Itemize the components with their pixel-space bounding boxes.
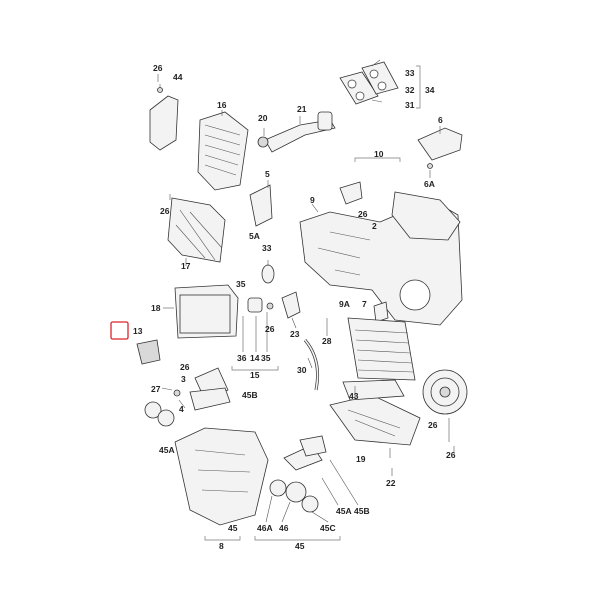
part-45C-linkage — [283, 435, 327, 471]
label-33-b: 33 — [262, 243, 272, 253]
part-5-bracket — [249, 184, 273, 227]
part-14-valve — [247, 297, 274, 313]
label-9: 9 — [310, 195, 315, 205]
label-35-b: 35 — [261, 353, 271, 363]
part-6-bracket — [417, 127, 463, 169]
part-18-evaporator — [174, 284, 239, 339]
label-36: 36 — [237, 353, 247, 363]
label-5A: 5A — [249, 231, 260, 241]
label-4: 4 — [179, 404, 184, 414]
part-number-labels: 26 44 16 20 21 33 32 34 31 6 10 6A 5 26 … — [133, 63, 456, 551]
label-28: 28 — [322, 336, 332, 346]
label-45: 45 — [228, 523, 238, 533]
label-33: 33 — [405, 68, 415, 78]
label-18: 18 — [151, 303, 161, 313]
label-26-d: 26 — [265, 324, 275, 334]
part-4-actuator — [189, 367, 231, 411]
label-23: 23 — [290, 329, 300, 339]
part-19-cover — [329, 394, 421, 446]
part-32-seal — [339, 61, 399, 105]
label-44: 44 — [173, 72, 183, 82]
part-23-clip — [281, 291, 301, 319]
grouping-brackets — [204, 65, 421, 541]
label-45B-b: 45B — [354, 506, 370, 516]
highlight-box — [110, 321, 129, 340]
label-26-b: 26 — [160, 206, 170, 216]
label-35: 35 — [236, 279, 246, 289]
label-16: 16 — [217, 100, 227, 110]
label-45A-b: 45A — [336, 506, 352, 516]
part-21-pipe — [257, 111, 336, 153]
label-46: 46 — [279, 523, 289, 533]
part-43-plate — [342, 379, 405, 401]
label-7: 7 — [362, 299, 367, 309]
label-5: 5 — [265, 169, 270, 179]
label-21: 21 — [297, 104, 307, 114]
part-27-screw — [173, 389, 181, 397]
label-45-b: 45 — [295, 541, 305, 551]
label-32: 32 — [405, 85, 415, 95]
label-46A: 46A — [257, 523, 273, 533]
label-22: 22 — [386, 478, 396, 488]
label-30: 30 — [297, 365, 307, 375]
label-6A: 6A — [424, 179, 435, 189]
label-19: 19 — [356, 454, 366, 464]
part-9-housing — [299, 191, 463, 326]
label-43: 43 — [349, 391, 359, 401]
label-8: 8 — [219, 541, 224, 551]
label-10: 10 — [374, 149, 384, 159]
label-20: 20 — [258, 113, 268, 123]
label-9A: 9A — [339, 299, 350, 309]
label-13: 13 — [133, 326, 143, 336]
label-45B: 45B — [242, 390, 258, 400]
label-31: 31 — [405, 100, 415, 110]
label-34: 34 — [425, 85, 435, 95]
part-44-bracket — [149, 84, 179, 151]
part-31-cabin-filter — [347, 317, 416, 381]
part-13-bracket — [136, 339, 161, 365]
part-46-motor — [269, 479, 319, 513]
part-30-hose — [303, 339, 320, 391]
label-15: 15 — [250, 370, 260, 380]
label-3: 3 — [181, 374, 186, 384]
part-33-grommet — [261, 264, 275, 284]
part-17-heater-core — [167, 197, 226, 263]
label-26: 26 — [153, 63, 163, 73]
label-45A: 45A — [159, 445, 175, 455]
label-26-f: 26 — [428, 420, 438, 430]
label-26-g: 26 — [446, 450, 456, 460]
label-27: 27 — [151, 384, 161, 394]
label-6: 6 — [438, 115, 443, 125]
part-45A-motor-left — [144, 401, 175, 427]
leader-lines — [157, 59, 455, 523]
part-16-filter — [197, 111, 249, 191]
label-26-e: 26 — [180, 362, 190, 372]
part-7-clip — [339, 181, 389, 323]
label-26-c: 26 — [358, 209, 368, 219]
part-blower-motor — [422, 369, 468, 415]
part-8-lower-housing — [174, 427, 269, 526]
label-2: 2 — [372, 221, 377, 231]
label-14: 14 — [250, 353, 260, 363]
label-17: 17 — [181, 261, 191, 271]
label-45C: 45C — [320, 523, 336, 533]
